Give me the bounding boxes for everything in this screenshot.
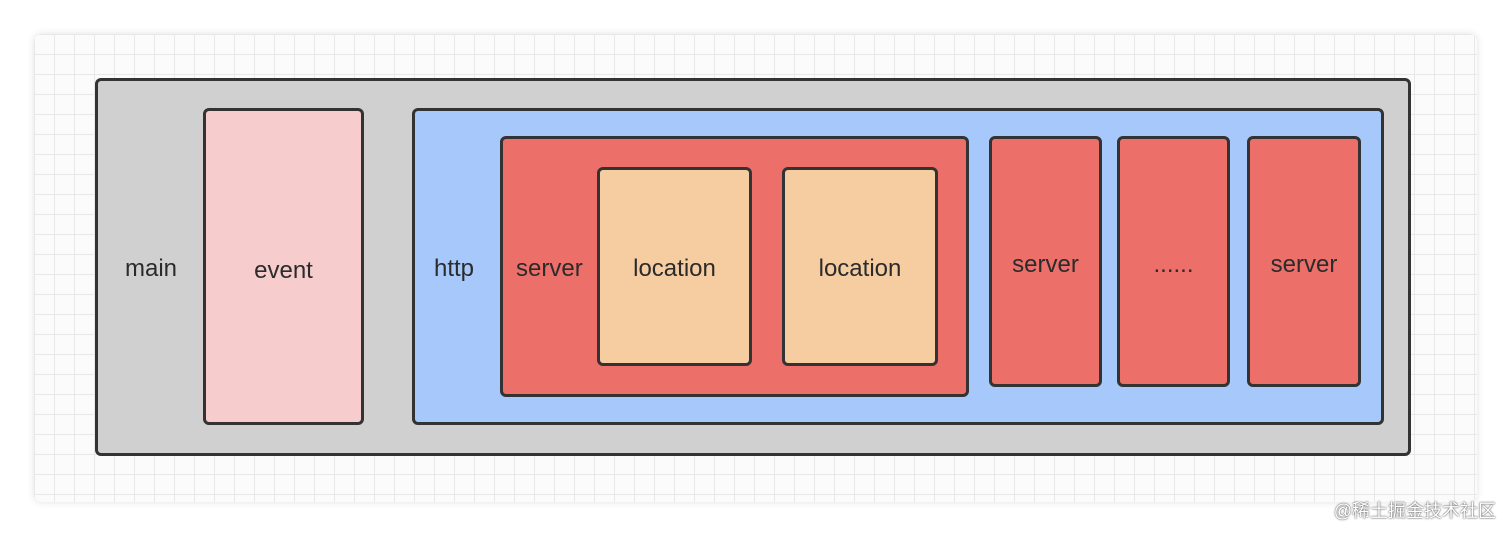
server-block-2: server bbox=[989, 136, 1102, 387]
location-label-1: location bbox=[633, 255, 716, 282]
server-main-label: server bbox=[516, 255, 583, 282]
location-block-1: location bbox=[597, 167, 752, 366]
event-label: event bbox=[254, 257, 313, 284]
location-label-2: location bbox=[818, 255, 902, 282]
main-label: main bbox=[125, 255, 178, 282]
server-label-3: server bbox=[1270, 251, 1338, 278]
server-label-2: server bbox=[1012, 251, 1079, 278]
ellipsis-label: ...... bbox=[1153, 251, 1194, 278]
watermark-text: @稀土掘金技术社区 bbox=[1333, 501, 1496, 521]
server-block-3: server bbox=[1247, 136, 1361, 387]
http-label: http bbox=[434, 255, 475, 282]
ellipsis-block: ...... bbox=[1117, 136, 1230, 387]
location-block-2: location bbox=[782, 167, 938, 366]
event-block: event bbox=[203, 108, 364, 425]
